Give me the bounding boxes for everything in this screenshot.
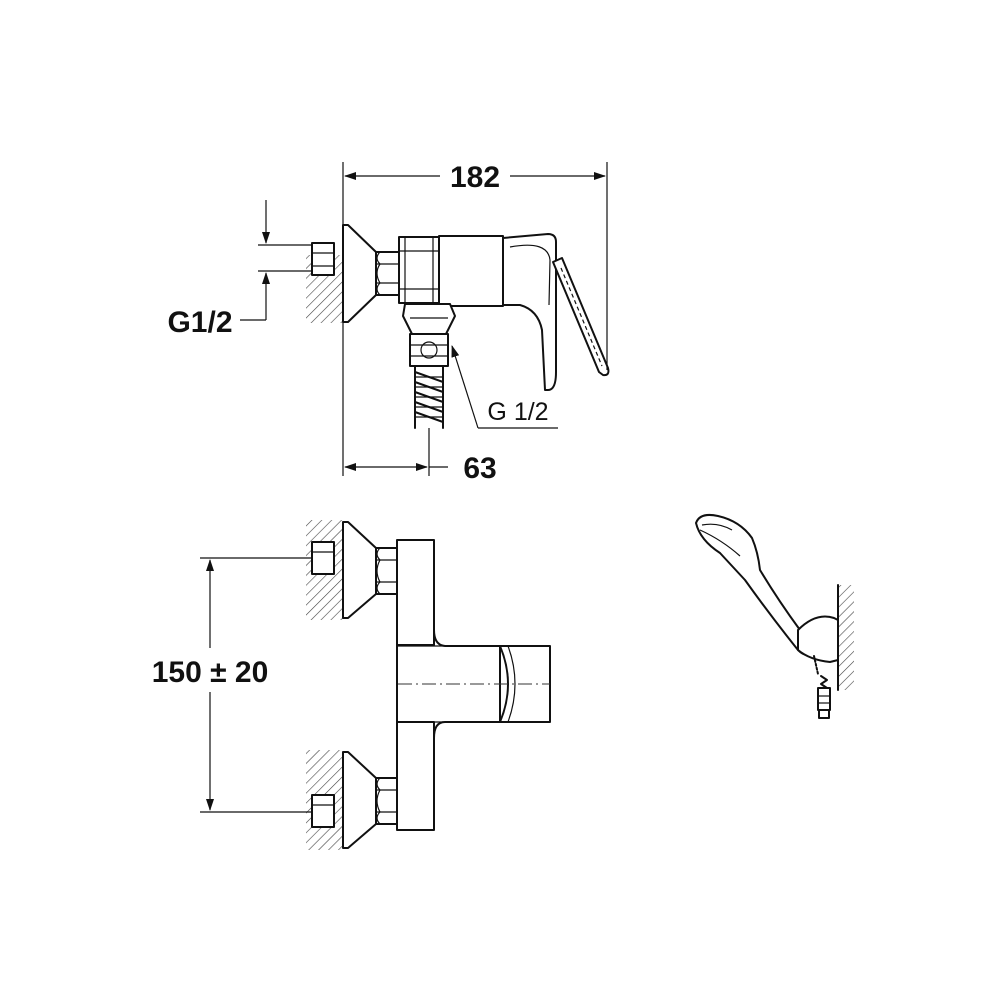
overall-width-label: 182	[450, 161, 500, 194]
lower-inlet	[306, 750, 398, 850]
dimension-overall-width: 182	[342, 161, 608, 370]
upper-inlet	[306, 520, 398, 620]
hand-shower	[695, 513, 813, 656]
dimension-wall-offset: 63	[342, 322, 497, 485]
hex-nut	[375, 251, 400, 296]
outlet-swivel	[402, 303, 456, 335]
valve-body	[438, 235, 504, 307]
escutcheon-flange	[342, 224, 377, 323]
hose-connector	[817, 687, 831, 711]
outlet-thread-label: G 1/2	[487, 398, 548, 426]
dimension-inlet-thread: G1/2	[167, 200, 312, 339]
side-view: 182 63 G1/2 G 1/2	[167, 161, 610, 485]
dimension-inlet-spacing: 150 ± 20	[152, 557, 312, 813]
wall-offset-label: 63	[463, 452, 496, 485]
dimension-outlet-thread: G 1/2	[451, 345, 558, 429]
inlet-stub	[311, 242, 335, 276]
inlet-thread-label: G1/2	[167, 306, 232, 339]
front-view: 150 ± 20	[152, 520, 551, 850]
hose-coil	[414, 365, 444, 429]
cartridge-cap	[502, 233, 557, 391]
wall-bracket	[797, 615, 839, 663]
outlet-nut	[409, 333, 449, 367]
hand-shower-set	[695, 513, 854, 719]
inlet-spacing-label: 150 ± 20	[152, 656, 269, 689]
wall-hatch-shower	[838, 585, 854, 690]
